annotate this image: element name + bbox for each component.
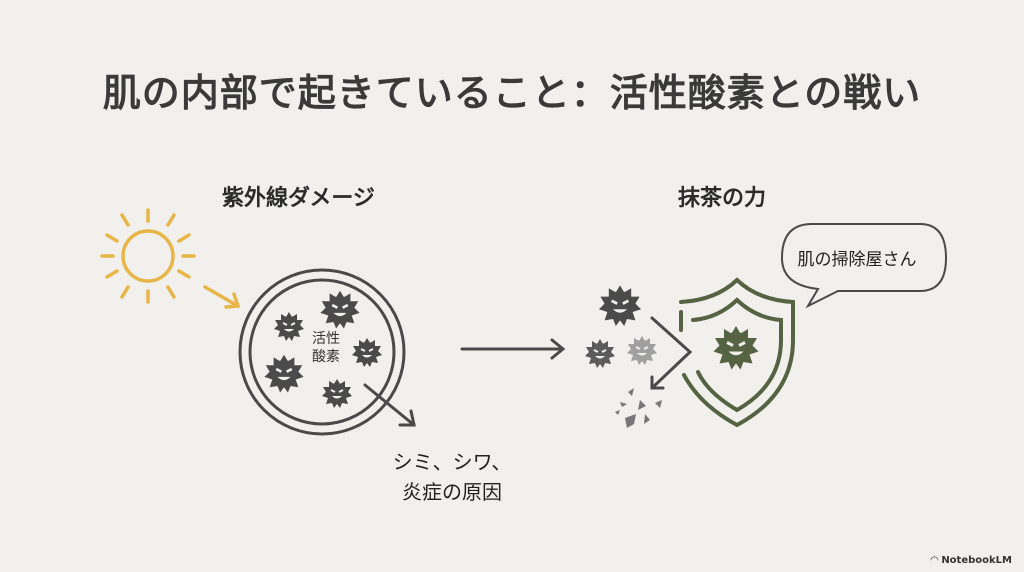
sun-icon: [100, 208, 241, 309]
free-radical-label-line2: 酸素: [312, 349, 340, 365]
free-radical-fading-icon: [627, 336, 657, 365]
branding: ◠ NotebookLM: [931, 555, 1012, 566]
speech-bubble-text: 肌の掃除屋さん: [797, 250, 917, 270]
speech-bubble: [780, 223, 948, 309]
notebooklm-logo-icon: ◠: [930, 555, 939, 566]
transition-arrow-icon: [460, 338, 566, 360]
page-title: 肌の内部で起きていること：活性酸素との戦い: [102, 70, 922, 115]
free-radical-label-line1: 活性: [312, 331, 340, 347]
section-heading-uv-damage: 紫外線ダメージ: [222, 186, 375, 211]
damage-result-text: シミ、シワ、 炎症の原因: [372, 447, 532, 507]
skin-cell-circle-icon: [238, 268, 406, 436]
result-line1: シミ、シワ、: [392, 450, 512, 474]
branding-text: NotebookLM: [941, 555, 1012, 566]
arrow-to-result-icon: [363, 383, 416, 427]
shield-icon: [679, 277, 795, 428]
free-radical-icon: [585, 339, 615, 368]
result-line2: 炎症の原因: [402, 480, 502, 504]
neutralized-radical-icon: [713, 326, 759, 370]
free-radical-icon: [599, 285, 641, 326]
section-heading-matcha-power: 抹茶の力: [678, 186, 767, 211]
free-radical-label: 活性 酸素: [306, 330, 346, 366]
fragments-icon: [615, 388, 662, 428]
deflect-arrow-icon: [650, 316, 693, 390]
